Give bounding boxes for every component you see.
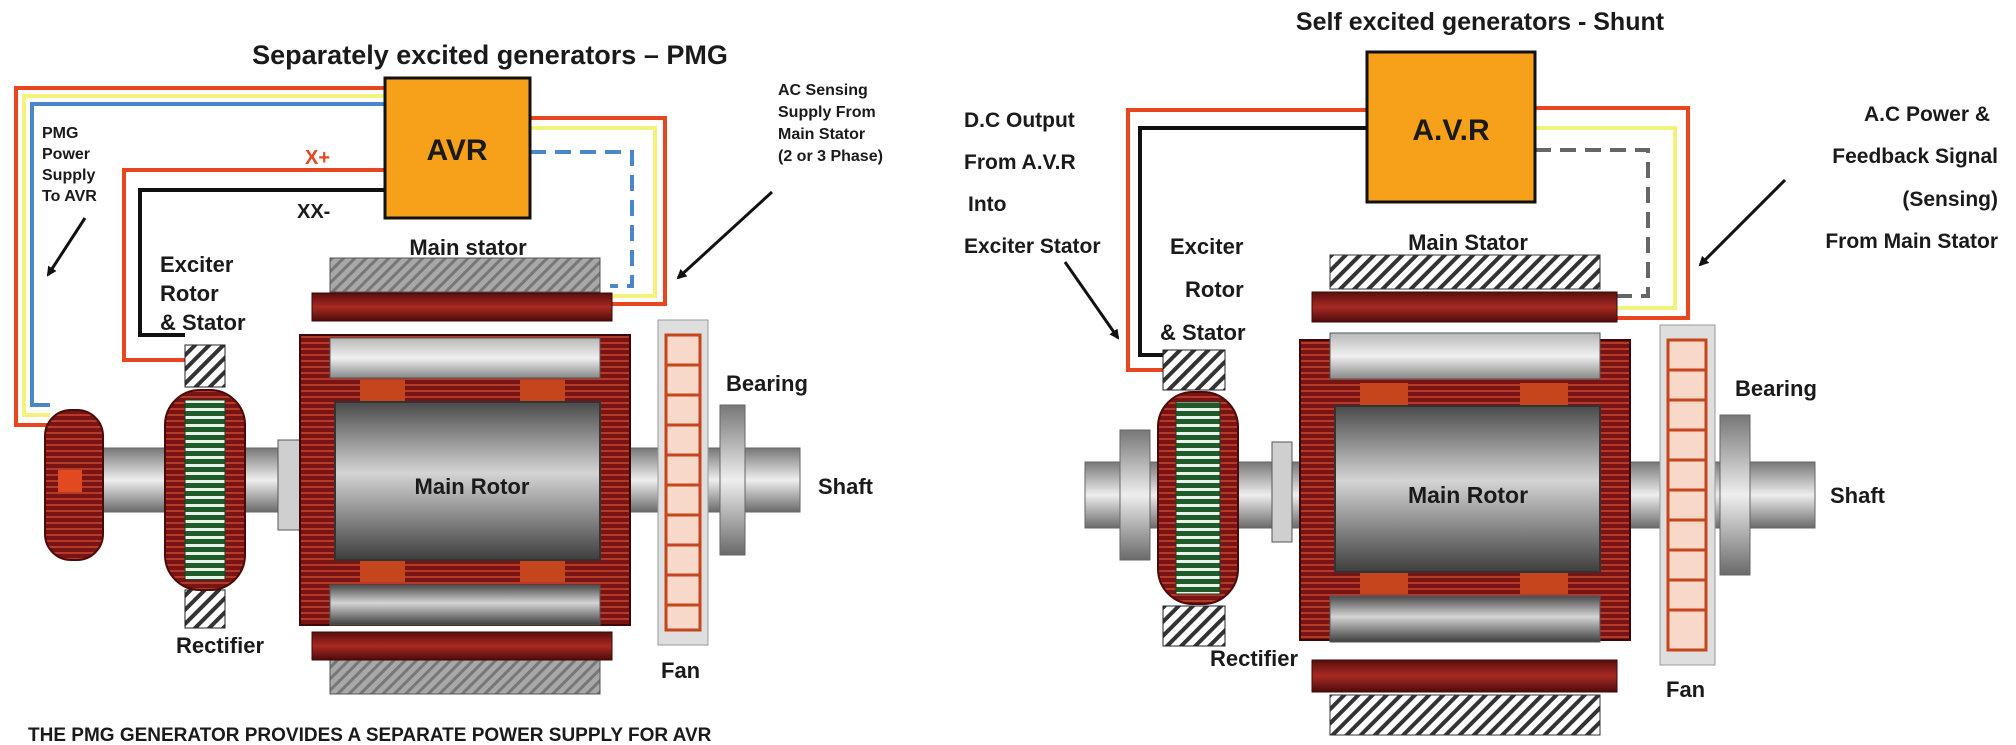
right-ac-line-4: From Main Stator [1825, 230, 1998, 253]
left-main-stator-label: Main stator [409, 235, 527, 260]
left-fan [657, 319, 709, 646]
right-title: Self excited generators - Shunt [1296, 8, 1665, 36]
left-pmg-note: PMG Power Supply To AVR [42, 125, 97, 205]
right-dc-note: D.C Output From A.V.R Into Exciter Stato… [964, 109, 1101, 258]
right-wire-red-ac [1535, 106, 1690, 320]
left-caption: THE PMG GENERATOR PROVIDES A SEPARATE PO… [28, 725, 712, 745]
right-main-rotor [1299, 332, 1631, 643]
left-wires [14, 86, 667, 427]
right-exciter [1157, 349, 1293, 647]
right-dc-arrow [1063, 261, 1120, 340]
right-avr-box [1365, 50, 1537, 204]
left-ac-line-4: (2 or 3 Phase) [778, 148, 883, 165]
left-avr-box [383, 76, 532, 220]
right-dc-line-3: Into [968, 193, 1006, 216]
left-bearing-label: Bearing [726, 371, 808, 396]
left-ac-line-3: Main Stator [778, 126, 865, 143]
left-ac-line-1: AC Sensing [778, 82, 868, 99]
left-title: Separately excited generators – PMG [252, 40, 728, 70]
right-shaft-label: Shaft [1830, 483, 1886, 508]
left-ac-line-2: Supply From [778, 104, 876, 121]
left-exciter-stator-bottom [184, 589, 226, 629]
right-ac-line-3: (Sensing) [1902, 188, 1998, 211]
right-wire-grey-sense [1535, 148, 1650, 298]
left-shaft-label: Shaft [818, 474, 874, 499]
right-ac-line-1: A.C Power & [1864, 103, 1990, 126]
right-main-stator-label: Main Stator [1408, 230, 1528, 255]
right-ac-note: A.C Power & Feedback Signal (Sensing) Fr… [1825, 103, 1998, 253]
left-exciter-line-2: Rotor [160, 281, 219, 306]
right-diagram: Self excited generators - Shunt A.V.R D.… [964, 8, 1998, 736]
right-wire-red-dc [1126, 108, 1367, 372]
left-wire-yellow-sense [530, 126, 657, 298]
left-pmg-arrow [46, 217, 87, 277]
left-rectifier-label: Rectifier [176, 633, 264, 658]
left-pmg-line-2: Power [42, 146, 90, 163]
right-wires [1126, 106, 1690, 372]
left-ac-note: AC Sensing Supply From Main Stator (2 or… [778, 82, 883, 165]
left-exciter [164, 344, 301, 629]
right-dc-line-2: From A.V.R [964, 151, 1076, 174]
right-dc-line-4: Exciter Stator [964, 235, 1101, 258]
right-bearing-label: Bearing [1735, 376, 1817, 401]
left-wire-xplus [122, 168, 385, 362]
left-ac-arrow [676, 190, 774, 280]
right-exciter-stator-top [1162, 349, 1226, 391]
right-fan [1659, 324, 1716, 666]
right-fan-label: Fan [1666, 677, 1705, 702]
left-exciter-stator-top [184, 344, 226, 388]
left-rectifier-ring [277, 439, 301, 531]
left-avr-label: AVR [426, 134, 487, 167]
right-wire-black-dc [1138, 126, 1367, 357]
right-main-stator [1311, 254, 1618, 736]
right-exciter-line-3: & Stator [1160, 320, 1246, 345]
right-ac-line-2: Feedback Signal [1832, 145, 1998, 168]
left-wire-xxminus [138, 188, 385, 337]
left-diagram: Separately excited generators – PMG AVR … [14, 40, 883, 745]
right-main-rotor-label: Main Rotor [1408, 482, 1528, 508]
right-bearing [1719, 414, 1751, 576]
left-xx-minus: XX- [297, 201, 330, 223]
right-dc-line-1: D.C Output [964, 109, 1075, 132]
right-rectifier-label: Rectifier [1210, 646, 1298, 671]
left-main-rotor-label: Main Rotor [415, 474, 530, 499]
right-ac-arrow [1698, 178, 1787, 267]
left-fan-label: Fan [661, 658, 700, 683]
right-avr-label: A.V.R [1412, 114, 1490, 147]
left-main-stator [311, 257, 613, 695]
left-pmg-disc [44, 409, 104, 561]
left-wire-red-pmg [14, 86, 385, 427]
left-wire-blue-pmg [30, 102, 385, 407]
left-exciter-line-3: & Stator [160, 310, 246, 335]
right-rectifier-ring [1271, 441, 1293, 543]
left-pmg-line-1: PMG [42, 125, 78, 142]
right-exciter-stator-bottom [1162, 605, 1226, 647]
left-main-rotor [299, 334, 631, 626]
left-pmg-line-4: To AVR [42, 188, 97, 205]
left-x-plus: X+ [305, 147, 330, 169]
right-exciter-line-1: Exciter [1170, 234, 1244, 259]
left-exciter-line-1: Exciter [160, 252, 234, 277]
left-wire-red-sense [530, 116, 667, 306]
left-bearing [719, 404, 746, 556]
right-wire-yellow-ac [1535, 126, 1677, 310]
left-wire-yellow-pmg [22, 94, 385, 417]
left-wire-blue-sense [530, 150, 634, 288]
right-exciter-line-2: Rotor [1185, 277, 1244, 302]
left-pmg-line-3: Supply [42, 167, 95, 184]
